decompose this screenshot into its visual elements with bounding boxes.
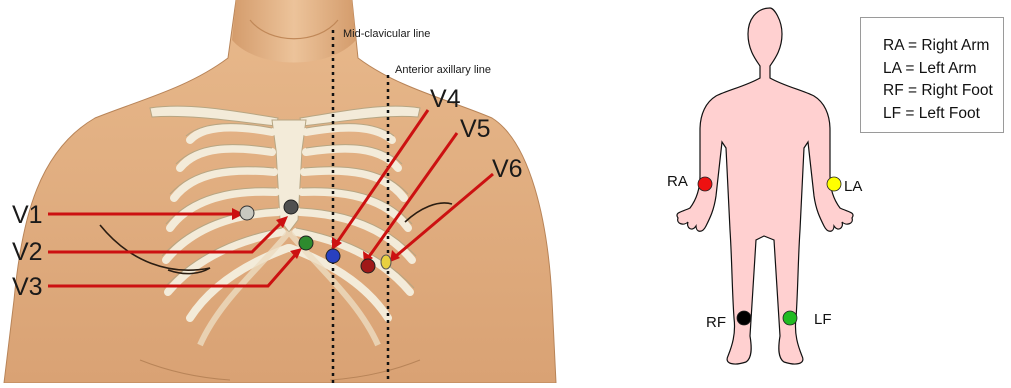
label-v6: V6 <box>492 155 523 183</box>
limb-diagram-panel: RA LA RF LF RA = Right Arm LA = Left Arm… <box>560 0 1011 383</box>
anterior-axillary-label: Anterior axillary line <box>395 64 491 76</box>
label-v3: V3 <box>12 273 43 301</box>
electrode-v2 <box>284 200 298 214</box>
electrode-la <box>827 177 841 191</box>
label-ra: RA <box>667 173 688 190</box>
label-rf: RF <box>706 314 726 331</box>
legend-box: RA = Right Arm LA = Left Arm RF = Right … <box>860 17 1004 133</box>
label-la: LA <box>844 178 862 195</box>
label-lf: LF <box>814 311 832 328</box>
legend-entry-la: LA = Left Arm <box>883 58 1003 81</box>
electrode-v1 <box>240 206 254 220</box>
chest-diagram-panel: Mid-clavicular line Anterior axillary li… <box>0 0 560 383</box>
mid-clavicular-label: Mid-clavicular line <box>343 28 430 40</box>
electrode-lf <box>783 311 797 325</box>
electrode-ra <box>698 177 712 191</box>
legend-entry-rf: RF = Right Foot <box>883 80 1003 103</box>
electrode-v6 <box>381 255 391 269</box>
electrode-v3 <box>299 236 313 250</box>
label-v2: V2 <box>12 238 43 266</box>
label-v5: V5 <box>460 115 491 143</box>
legend-entry-ra: RA = Right Arm <box>883 35 1003 58</box>
electrode-v5 <box>361 259 375 273</box>
neck <box>232 0 356 63</box>
legend-entry-lf: LF = Left Foot <box>883 103 1003 126</box>
chest-illustration: Mid-clavicular line Anterior axillary li… <box>0 0 560 383</box>
electrode-rf <box>737 311 751 325</box>
label-v4: V4 <box>430 85 461 113</box>
label-v1: V1 <box>12 201 43 229</box>
electrode-v4 <box>326 249 340 263</box>
